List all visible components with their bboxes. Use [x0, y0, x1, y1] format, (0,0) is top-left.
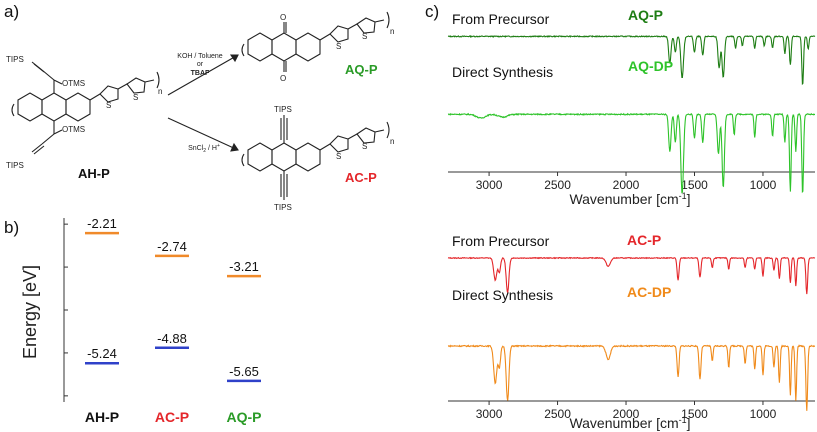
- aq-p-n: n: [390, 27, 394, 36]
- lower-arrow-reagent: SnCl2 / H+: [188, 143, 220, 154]
- energy-level-label: -5.24: [87, 346, 117, 361]
- ir-series-caption: From Precursor: [452, 11, 550, 27]
- ir-x-tick-label: 2500: [544, 178, 571, 192]
- ah-p-thiophene-2: [126, 77, 146, 94]
- ir-x-tick-label: 2000: [613, 407, 640, 421]
- ir-series-caption: Direct Synthesis: [452, 287, 553, 303]
- reaction-arrow-up: [167, 54, 239, 96]
- ac-p-n: n: [390, 137, 394, 146]
- panel-a-label: a): [4, 2, 20, 21]
- ah-p-ring-center: [41, 92, 67, 122]
- ir-x-tick-label: 1500: [681, 407, 708, 421]
- ir-series-caption: Direct Synthesis: [452, 64, 553, 80]
- ir-series-caption: From Precursor: [452, 233, 550, 249]
- energy-level-label: -5.65: [229, 364, 259, 379]
- upper-arrow-reagent-2: TBAF: [191, 70, 210, 77]
- energy-level-chart: -2.21 -2.74 -3.21 -5.24 -4.88 -5.65 AH-P AC-P A…: [20, 216, 262, 425]
- ir-chart-top: 3000 2500 2000 1500 1000 From Precursor AQ-P D…: [447, 7, 816, 207]
- upper-arrow-reagent-or: or: [197, 61, 204, 68]
- ah-p-otms-top: OTMS: [62, 79, 85, 88]
- aq-p-s2: S: [362, 32, 367, 41]
- energy-category-label: AH-P: [85, 409, 119, 425]
- ir-spectrum-line: [447, 344, 816, 411]
- ac-p-tips-top: TIPS: [274, 105, 292, 114]
- ir-x-tick-label: 1500: [681, 178, 708, 192]
- reaction-arrow-down: [167, 117, 239, 151]
- ac-p-thiophene-1: [329, 135, 349, 153]
- ir-x-tick-label: 3000: [476, 407, 503, 421]
- ac-p-thiophene-2: [356, 127, 376, 144]
- aq-p-name: AQ-P: [345, 62, 378, 77]
- ir-x-tick-label: 3000: [476, 178, 503, 192]
- aq-p-s1: S: [336, 42, 341, 51]
- ac-p-ring-right: [295, 142, 321, 172]
- ac-p-s1: S: [336, 152, 341, 161]
- ir-x-tick-label: 1000: [750, 407, 777, 421]
- ir-top-x-label: Wavenumber [cm-1]: [569, 191, 690, 207]
- energy-level-label: -2.74: [157, 239, 187, 254]
- ah-p-tips-bottom: TIPS: [6, 161, 24, 170]
- aq-p-o-top: O: [280, 13, 286, 22]
- energy-category-label: AQ-P: [227, 409, 262, 425]
- ir-series-name: AC-DP: [627, 284, 671, 300]
- aq-p-ring-center: [271, 32, 297, 62]
- ir-bottom-x-label: Wavenumber [cm-1]: [569, 415, 690, 431]
- reaction-scheme: TIPS TIPS OTMS OTMS S S n O O S S n TIPS…: [6, 11, 394, 212]
- ir-spectrum-line: [447, 256, 816, 295]
- ah-p-thiophene-1: [99, 85, 119, 103]
- energy-level-label: -2.21: [87, 216, 117, 231]
- ah-p-s2: S: [133, 93, 138, 102]
- panel-b-label: b): [4, 218, 20, 237]
- ir-chart-bottom: 3000 2500 2000 1500 1000 From Precursor AC-P D…: [447, 232, 816, 431]
- ah-p-name: AH-P: [78, 166, 110, 181]
- ah-p-ring-right: [65, 92, 91, 122]
- ac-p-ring-center: [271, 142, 297, 172]
- aq-p-o-bottom: O: [280, 74, 286, 83]
- ac-p-ring-left: [247, 142, 273, 172]
- ah-p-s1: S: [106, 101, 111, 110]
- ah-p-n: n: [158, 87, 162, 96]
- upper-arrow-reagent-1: KOH / Toluene: [177, 53, 223, 60]
- ah-p-tips-top: TIPS: [6, 55, 24, 64]
- ir-series-name: AQ-DP: [628, 58, 673, 74]
- ir-series-name: AC-P: [627, 232, 661, 248]
- aq-p-ring-right: [295, 32, 321, 62]
- ah-p-ring-left: [17, 92, 43, 122]
- aq-p-ring-left: [247, 32, 273, 62]
- energy-level-label: -3.21: [229, 259, 259, 274]
- energy-level-label: -4.88: [157, 331, 187, 346]
- ir-spectrum-line: [447, 34, 816, 86]
- ir-x-tick-label: 1000: [750, 178, 777, 192]
- ir-spectrum-line: [447, 112, 815, 194]
- ac-p-name: AC-P: [345, 170, 377, 185]
- aq-p-thiophene-1: [329, 25, 349, 43]
- ir-x-tick-label: 2500: [544, 407, 571, 421]
- aq-p-thiophene-2: [356, 17, 376, 34]
- panel-c-label: c): [425, 2, 440, 21]
- ir-x-tick-label: 2000: [613, 178, 640, 192]
- energy-y-label: Energy [eV]: [20, 265, 40, 359]
- ac-p-tips-bottom: TIPS: [274, 203, 292, 212]
- ir-series-name: AQ-P: [628, 7, 663, 23]
- energy-category-label: AC-P: [155, 409, 189, 425]
- ac-p-s2: S: [362, 142, 367, 151]
- ah-p-otms-bottom: OTMS: [62, 125, 85, 134]
